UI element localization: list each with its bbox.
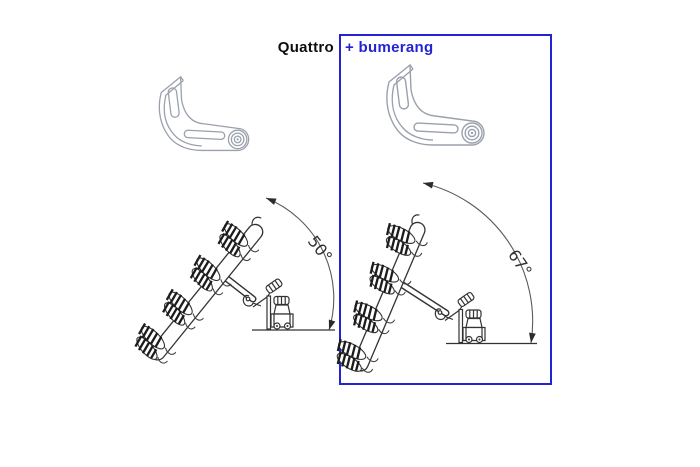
angle-arc — [422, 182, 534, 344]
bumerang-bracket-drawing — [386, 64, 485, 146]
arc-arrow-bottom — [529, 332, 536, 343]
quattro-rack-drawing — [127, 216, 335, 372]
arc-arrow-bottom — [328, 319, 336, 330]
bumerang-panel-drawing: 67° — [329, 64, 537, 381]
bumerang-rack-drawing — [329, 214, 537, 381]
bumerang-angle-label: 67° — [504, 246, 536, 280]
quattro-panel-drawing: 50° — [127, 76, 336, 372]
angle-arc — [265, 197, 335, 331]
quattro-angle-label: 50° — [304, 232, 336, 266]
quattro-title: Quattro — [277, 39, 334, 56]
arc-arrow-top — [266, 198, 277, 205]
rack-rail — [127, 216, 264, 372]
arc-arrow-top — [423, 181, 434, 189]
bumerang-panel-border — [339, 34, 552, 385]
rack-rail — [329, 214, 431, 381]
mount-base — [434, 291, 486, 344]
bumerang-title: + bumerang — [345, 39, 434, 56]
mount-base — [242, 277, 294, 330]
bumerang-bracket-drawing — [158, 76, 250, 152]
